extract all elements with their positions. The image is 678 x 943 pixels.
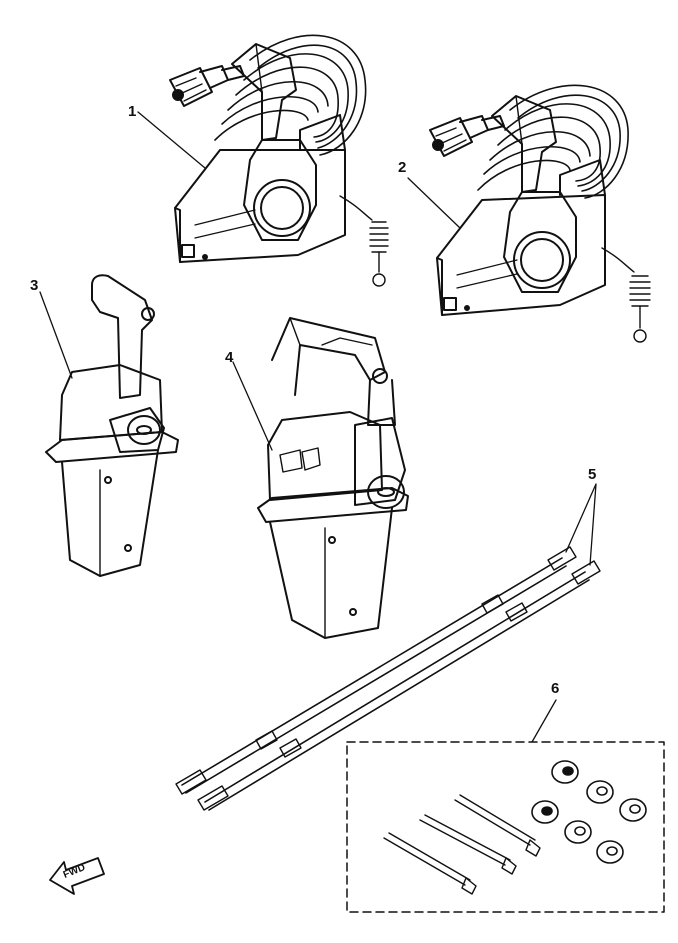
part-1-lever-handle — [231, 43, 297, 141]
part-1-remote-control-box — [169, 34, 389, 287]
callout-6: 6 — [551, 680, 560, 697]
part-1-lanyard — [339, 195, 389, 287]
callout-3: 3 — [30, 277, 39, 294]
fwd-arrow-icon — [49, 857, 105, 895]
part-4-top-mount-control — [257, 317, 409, 639]
part-1-housing — [174, 149, 346, 263]
callout-4: 4 — [225, 349, 234, 366]
callout-5: 5 — [588, 466, 597, 483]
part-5-control-cables — [175, 546, 601, 811]
part-1-connector-plug — [169, 65, 245, 107]
part-4-lever-handle — [271, 317, 386, 396]
part-2-cable-coil — [477, 84, 629, 199]
part-3-lever-handle — [91, 274, 153, 399]
part-1-cable-coil — [214, 34, 367, 156]
part-6-hardware-kit — [346, 741, 665, 913]
callout-1: 1 — [128, 103, 137, 120]
part-3-top-mount-control — [45, 274, 179, 577]
part-2-connector-plug — [429, 115, 505, 157]
callout-2: 2 — [398, 159, 407, 176]
kit-dashed-frame — [346, 741, 665, 913]
part-2-lever-handle — [491, 95, 557, 193]
part-2-remote-control-box — [429, 84, 651, 343]
part-2-lanyard — [601, 247, 651, 343]
callout-leaders — [39, 111, 597, 743]
